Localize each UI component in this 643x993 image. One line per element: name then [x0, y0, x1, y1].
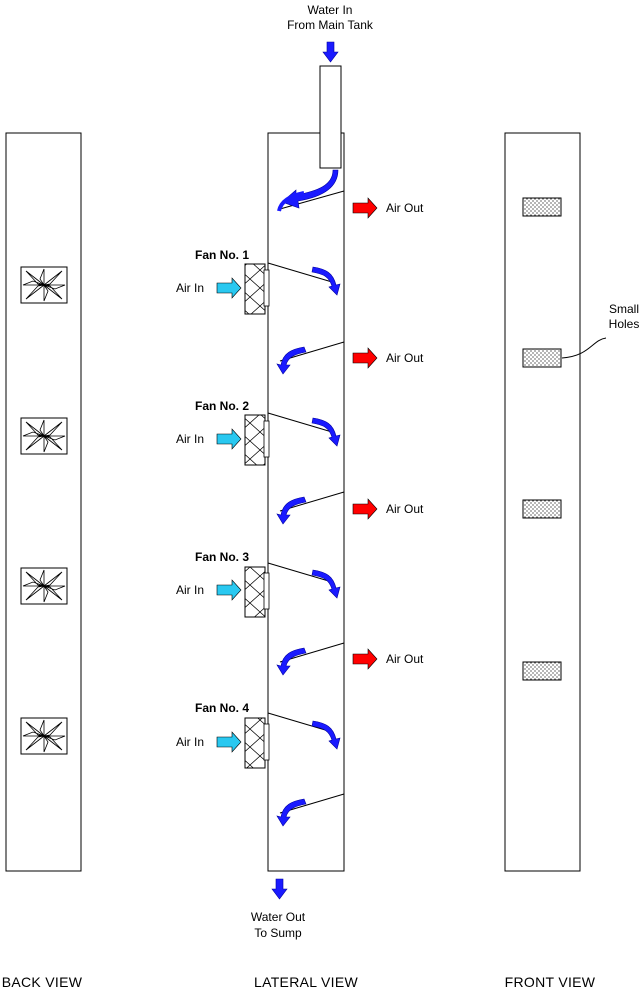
- fan-1-label: Fan No. 1: [195, 248, 249, 262]
- air-in-label-4: Air In: [176, 735, 204, 749]
- side-fans: [244, 263, 270, 769]
- water-curve-left: [281, 169, 339, 209]
- water-arrows: [271, 41, 341, 900]
- air-in-label-3: Air In: [176, 583, 204, 597]
- water-in-source-label: From Main Tank: [287, 18, 374, 32]
- fan-icon-back-3: [20, 567, 68, 605]
- air-in-arrows: [216, 277, 242, 753]
- air-out-label-4: Air Out: [386, 652, 424, 666]
- water-inlet-pipe: [319, 65, 342, 169]
- front-view-caption: FRONT VIEW: [505, 974, 596, 990]
- water-out-label: Water Out: [251, 910, 306, 924]
- fan-icon-back-4: [20, 717, 68, 755]
- water-in-label: Water In: [308, 3, 353, 17]
- air-out-label-1: Air Out: [386, 201, 424, 215]
- fan-icon-back-1: [20, 266, 68, 304]
- air-out-label-3: Air Out: [386, 502, 424, 516]
- lateral-view-caption: LATERAL VIEW: [254, 974, 358, 990]
- fan-4-label: Fan No. 4: [195, 701, 249, 715]
- back-view-caption: BACK VIEW: [2, 974, 83, 990]
- small-holes-label: Small: [609, 302, 639, 316]
- fan-icon-back-2: [20, 417, 68, 455]
- water-out-arrow: [271, 878, 288, 900]
- water-out-dest-label: To Sump: [254, 926, 302, 940]
- air-in-label-2: Air In: [176, 432, 204, 446]
- back-view-panel: [5, 132, 82, 872]
- water-in-arrow: [322, 41, 339, 63]
- air-in-label-1: Air In: [176, 281, 204, 295]
- air-out-arrows: [352, 197, 378, 670]
- fan-3-label: Fan No. 3: [195, 550, 249, 564]
- small-holes: [522, 197, 562, 681]
- small-holes-leader: [561, 337, 607, 359]
- air-out-label-2: Air Out: [386, 351, 424, 365]
- small-holes-label-2: Holes: [609, 317, 640, 331]
- fan-2-label: Fan No. 2: [195, 399, 249, 413]
